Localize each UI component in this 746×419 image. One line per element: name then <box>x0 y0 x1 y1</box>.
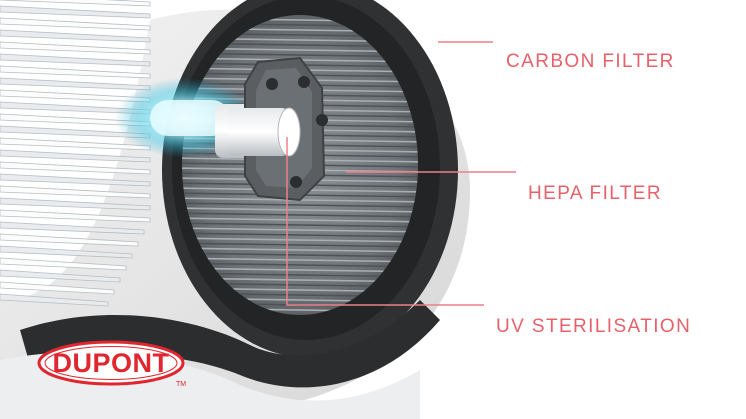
carbon-cut-arc <box>20 300 440 388</box>
dupont-oval-logo-icon <box>37 340 185 386</box>
uv-lamp-icon <box>115 56 328 202</box>
outer-pleats-icon <box>0 0 151 307</box>
leader-uv <box>286 137 484 306</box>
hepa-filter-label: HEPA FILTER <box>528 183 663 204</box>
uv-sterilisation-label: UV STERILISATION <box>496 316 692 337</box>
carbon-filter-label: CARBON FILTER <box>506 51 675 72</box>
leader-lines <box>286 41 516 306</box>
logo-wordmark: DUPONT <box>52 347 170 378</box>
logo-trademark: TM <box>176 381 187 388</box>
dupont-logo: DUPONT TM <box>36 340 196 392</box>
